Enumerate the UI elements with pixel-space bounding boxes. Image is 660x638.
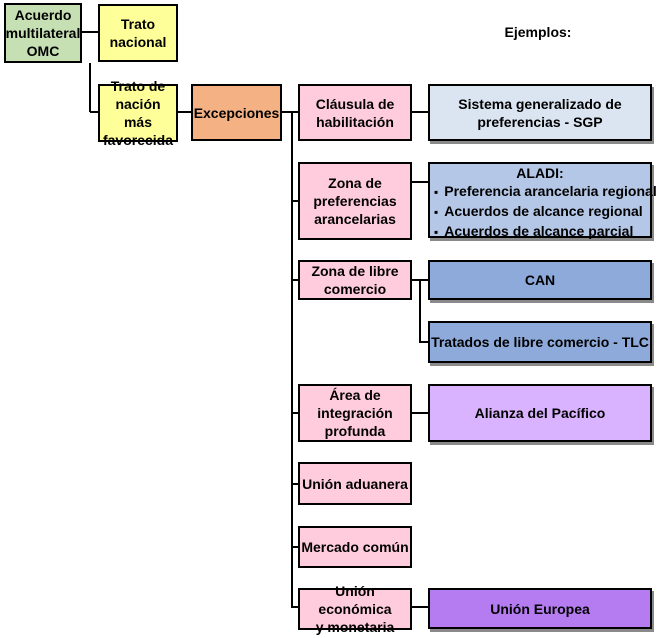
node-nmf-label: Trato de nación más favorecida: [102, 78, 174, 148]
example-tlc: Tratados de libre comercio - TLC: [428, 321, 652, 363]
node-zona-preferencias: Zona de preferencias arancelarias: [298, 162, 412, 240]
node-clausula-label: Cláusula de habilitación: [315, 95, 395, 130]
node-clausula-habilitacion: Cláusula de habilitación: [298, 84, 412, 141]
example-aladi-item: Acuerdos de alcance regional: [434, 202, 650, 222]
example-sgp: Sistema generalizado de preferencias - S…: [428, 84, 652, 141]
node-area-integracion: Área de integración profunda: [298, 384, 412, 442]
node-omc: Acuerdo multilateral OMC: [4, 3, 82, 63]
connector-can-tlc: [419, 280, 428, 343]
node-excepciones: Excepciones: [191, 84, 282, 141]
node-nmf: Trato de nación más favorecida: [98, 78, 178, 148]
node-area-integracion-label: Área de integración profunda: [317, 387, 393, 439]
node-trato-nacional-label: Trato nacional: [109, 16, 167, 50]
node-union-economica-label: Unión económica y monetaria: [315, 583, 395, 635]
example-tlc-label: Tratados de libre comercio - TLC: [431, 334, 649, 350]
connector-categories-trunk: [291, 112, 298, 608]
example-ue-label: Unión Europea: [490, 600, 590, 617]
node-zona-libre-comercio: Zona de libre comercio: [298, 260, 412, 300]
node-mercado-comun: Mercado común: [298, 526, 412, 568]
example-alianza-pacifico: Alianza del Pacífico: [428, 384, 652, 442]
example-aladi-item: Acuerdos de alcance parcial: [434, 222, 650, 242]
node-zona-libre-label: Zona de libre comercio: [311, 263, 399, 297]
example-aladi-title: ALADI:: [516, 165, 564, 181]
example-can-label: CAN: [524, 272, 556, 288]
node-zona-pref-label: Zona de preferencias arancelarias: [313, 175, 397, 227]
node-union-aduanera: Unión aduanera: [298, 462, 412, 505]
node-omc-label: Acuerdo multilateral OMC: [5, 7, 81, 59]
examples-title: Ejemplos:: [504, 24, 572, 40]
example-can: CAN: [428, 260, 652, 300]
example-sgp-label: Sistema generalizado de preferencias - S…: [458, 95, 622, 130]
node-union-economica: Unión económica y monetaria: [298, 583, 412, 635]
example-aladi: ALADI: Preferencia arancelaria regional …: [428, 162, 657, 239]
example-union-europea: Unión Europea: [428, 588, 652, 629]
example-aladi-item: Preferencia arancelaria regional: [434, 182, 656, 202]
node-mercado-comun-label: Mercado común: [301, 539, 409, 555]
example-aladi-list: Preferencia arancelaria regional Acuerdo…: [430, 182, 656, 242]
node-trato-nacional: Trato nacional: [98, 4, 178, 62]
node-excepciones-label: Excepciones: [193, 104, 280, 121]
node-union-aduanera-label: Unión aduanera: [302, 475, 408, 492]
example-alianza-label: Alianza del Pacífico: [474, 405, 606, 421]
